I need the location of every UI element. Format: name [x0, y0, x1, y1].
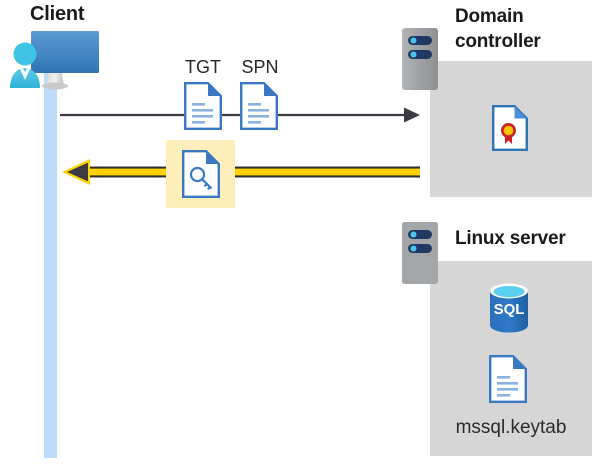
client-lifeline [44, 66, 57, 458]
response-arrow [60, 158, 420, 186]
client-workstation-icon [8, 26, 108, 98]
server-rack-icon [402, 222, 438, 284]
certificate-document-icon [492, 105, 528, 151]
request-arrow [60, 104, 420, 126]
sql-icon-text: SQL [494, 301, 525, 318]
keytab-file-label: mssql.keytab [455, 417, 567, 438]
dc-title-line2: controller [455, 31, 541, 52]
keytab-document-icon [489, 355, 527, 403]
tgt-document-icon [184, 82, 222, 130]
page-title-linux-server: Linux server [455, 228, 566, 249]
dc-title-line1: Domain [455, 6, 524, 27]
spn-label: SPN [241, 57, 279, 77]
page-title-client: Client [30, 3, 85, 25]
page-title-domain-controller: Domain controller [455, 4, 595, 54]
tgt-label: TGT [185, 57, 221, 77]
spn-document-icon [240, 82, 278, 130]
server-rack-icon [402, 28, 438, 90]
sql-database-icon: SQL [487, 282, 531, 334]
key-document-icon [182, 150, 220, 198]
